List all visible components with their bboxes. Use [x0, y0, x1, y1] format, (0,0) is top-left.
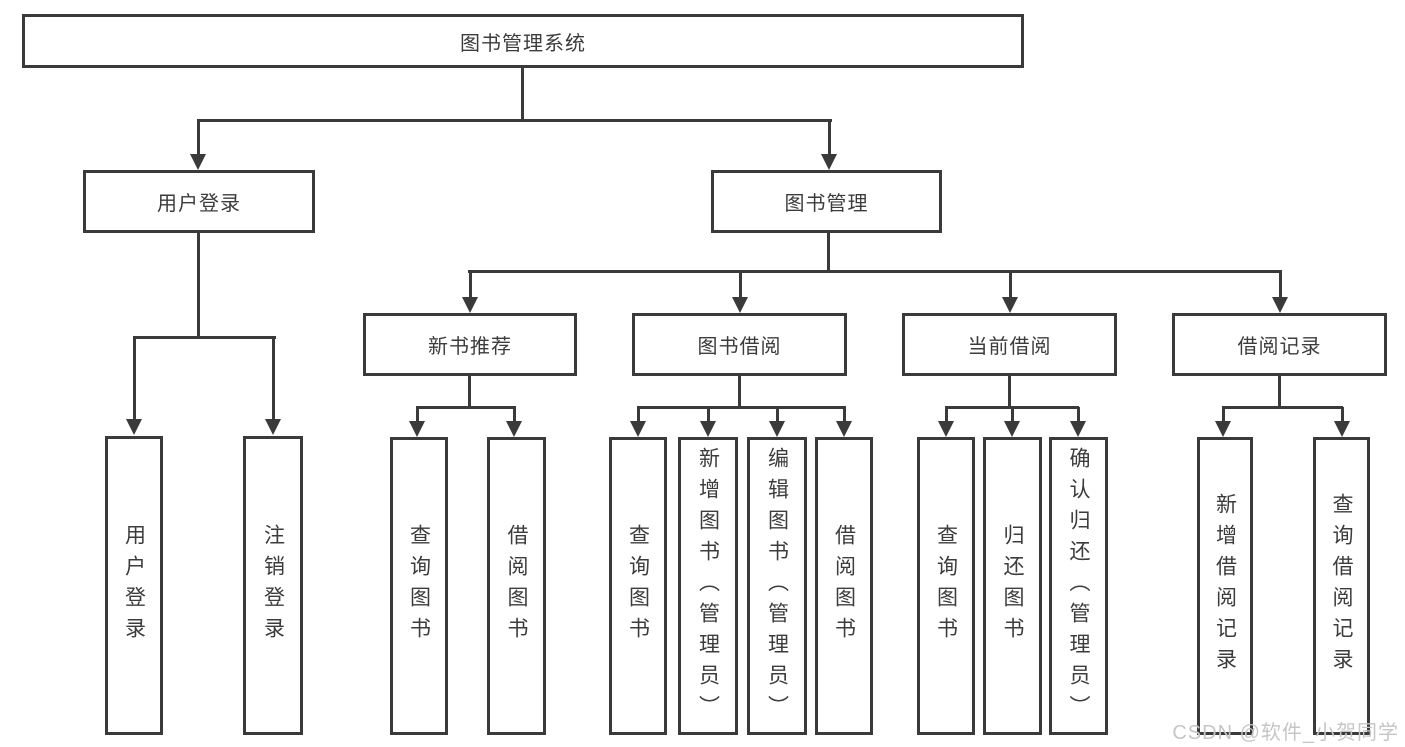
node-new-book-recommend-label: 新书推荐: [428, 336, 512, 358]
arrow-to-bb-borrow: [836, 407, 852, 437]
node-leaf-br-search-label: 查询借阅记录: [1330, 493, 1353, 679]
node-book-borrow-label: 图书借阅: [697, 336, 782, 358]
connector-user-login-rail: [133, 336, 276, 339]
watermark-text: CSDN @软件_小贺同学: [1172, 722, 1399, 744]
node-book-management-label: 图书管理: [784, 193, 869, 215]
node-leaf-bb-borrow-label: 借阅图书: [832, 524, 856, 648]
arrow-to-leaf-user-login: [126, 337, 142, 435]
node-user-login-label: 用户登录: [157, 193, 241, 215]
connector-level2-rail: [197, 119, 832, 122]
node-leaf-br-add-label: 新增借阅记录: [1213, 493, 1237, 679]
node-leaf-nb-search: 查询图书: [390, 437, 448, 735]
node-root-label: 图书管理系统: [460, 32, 586, 55]
node-leaf-bb-add-label: 新增图书（管理员）: [696, 446, 720, 726]
arrow-to-br-add: [1215, 407, 1231, 437]
node-borrow-records: 借阅记录: [1172, 313, 1387, 376]
node-leaf-user-login: 用户登录: [105, 436, 163, 735]
node-leaf-logout-label: 注销登录: [261, 523, 285, 648]
node-leaf-bb-search: 查询图书: [609, 437, 667, 735]
arrow-to-cb-confirm: [1070, 407, 1086, 437]
connector-book-borrow-stem: [738, 375, 741, 409]
arrow-to-br-search: [1334, 407, 1350, 437]
arrow-to-bb-search: [630, 407, 646, 437]
node-user-login: 用户登录: [83, 170, 315, 233]
arrow-to-bb-edit: [769, 407, 785, 437]
node-leaf-cb-return-label: 归还图书: [1001, 524, 1024, 648]
connector-level3-rail: [468, 270, 1282, 273]
connector-new-book-stem: [468, 375, 471, 409]
node-leaf-nb-borrow-label: 借阅图书: [505, 524, 528, 648]
arrow-to-new-book-recommend: [462, 271, 478, 313]
node-leaf-bb-add: 新增图书（管理员）: [678, 437, 738, 735]
node-book-management: 图书管理: [711, 170, 942, 233]
arrow-to-book-borrow: [732, 271, 748, 313]
node-book-borrow: 图书借阅: [632, 313, 847, 376]
node-borrow-records-label: 借阅记录: [1237, 336, 1322, 358]
node-leaf-bb-edit: 编辑图书（管理员）: [747, 437, 807, 735]
node-leaf-br-add: 新增借阅记录: [1197, 437, 1253, 735]
arrow-to-borrow-records: [1272, 271, 1288, 313]
node-current-borrow-label: 当前借阅: [967, 336, 1052, 358]
node-current-borrow: 当前借阅: [902, 313, 1117, 376]
connector-root-stem: [521, 66, 524, 121]
connector-borrow-records-rail: [1222, 406, 1343, 409]
connector-borrow-records-stem: [1278, 375, 1281, 409]
node-new-book-recommend: 新书推荐: [363, 313, 577, 376]
node-root: 图书管理系统: [22, 14, 1024, 68]
arrow-to-cb-return: [1004, 407, 1020, 437]
node-leaf-br-search: 查询借阅记录: [1313, 437, 1370, 735]
arrow-to-bb-add: [700, 407, 716, 437]
node-leaf-bb-borrow: 借阅图书: [815, 437, 873, 735]
connector-current-borrow-stem: [1008, 375, 1011, 409]
node-leaf-cb-search-label: 查询图书: [934, 524, 958, 648]
arrow-to-nb-borrow: [506, 407, 522, 437]
node-leaf-user-login-label: 用户登录: [122, 523, 146, 648]
node-leaf-cb-confirm: 确认归还（管理员）: [1049, 437, 1108, 735]
connector-book-management-stem: [827, 232, 830, 273]
connector-new-book-rail: [416, 406, 516, 409]
arrow-to-current-borrow: [1002, 271, 1018, 313]
node-leaf-bb-search-label: 查询图书: [626, 524, 650, 648]
connector-user-login-stem: [197, 231, 200, 338]
node-leaf-nb-search-label: 查询图书: [407, 524, 431, 648]
node-leaf-cb-search: 查询图书: [917, 437, 975, 735]
node-leaf-nb-borrow: 借阅图书: [487, 437, 546, 735]
arrow-to-nb-search: [409, 407, 425, 437]
node-leaf-cb-return: 归还图书: [983, 437, 1042, 735]
node-leaf-logout: 注销登录: [243, 436, 303, 735]
connector-book-borrow-rail: [637, 406, 846, 409]
arrow-to-cb-search: [938, 407, 954, 437]
arrow-to-user-login: [190, 120, 206, 170]
node-leaf-bb-edit-label: 编辑图书（管理员）: [765, 446, 789, 726]
node-leaf-cb-confirm-label: 确认归还（管理员）: [1067, 446, 1090, 726]
arrow-to-leaf-logout: [265, 337, 281, 435]
arrow-to-book-management: [821, 120, 837, 170]
